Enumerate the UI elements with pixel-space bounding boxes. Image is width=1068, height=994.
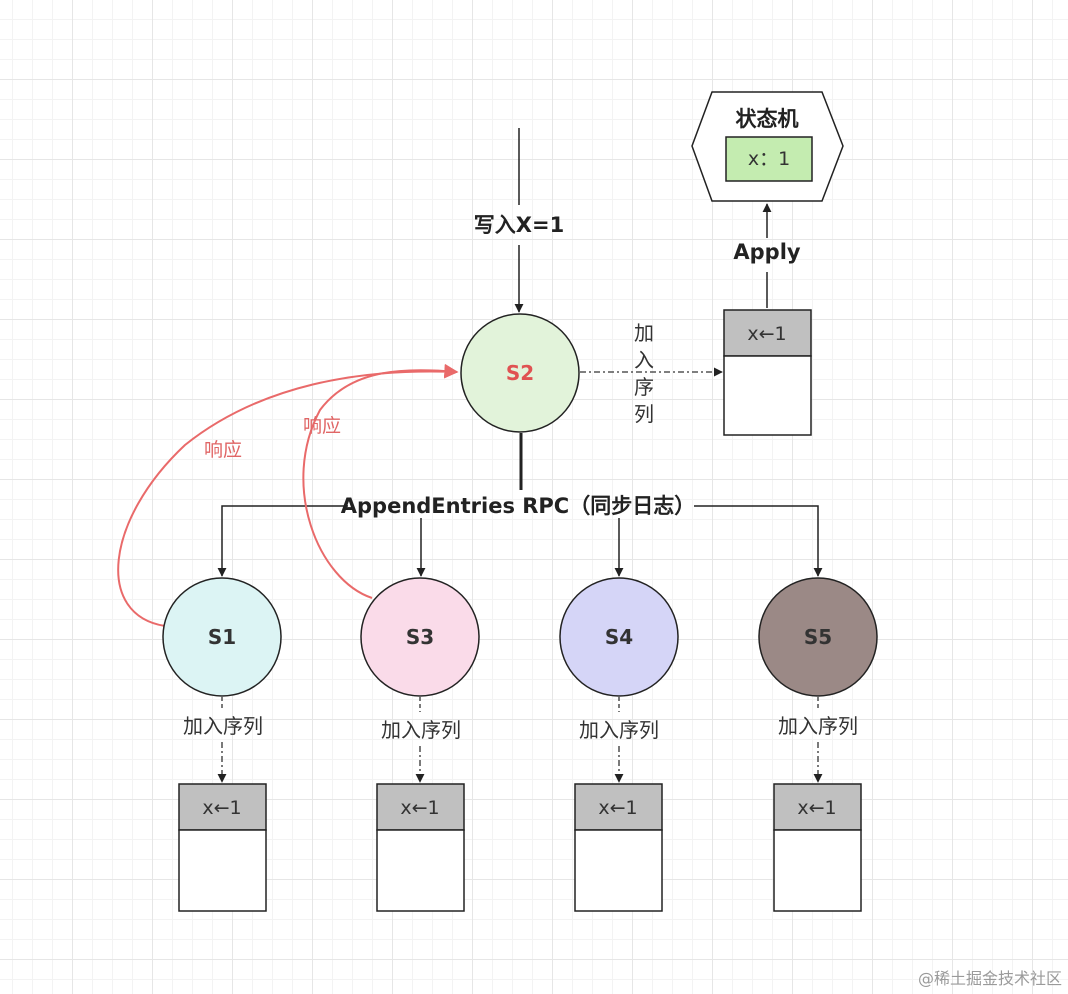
follower-node-s4-label: S4 — [605, 625, 633, 649]
response-arrow-s3 — [302, 363, 459, 599]
log-header — [574, 783, 663, 831]
enqueue-char-2: 入 — [634, 348, 654, 372]
write-label: 写入X=1 — [474, 213, 564, 237]
log-entry: x←1 — [400, 797, 439, 819]
follower-log-s1: x←1 — [178, 783, 267, 912]
follower-enqueue-s1: 加入序列 — [183, 697, 263, 783]
follower-node-s5-circle — [758, 577, 878, 697]
follower-node-s1[interactable]: S1 — [162, 577, 282, 697]
follower-node-s4[interactable]: S4 — [559, 577, 679, 697]
log-header — [376, 783, 465, 831]
log-body — [574, 829, 663, 912]
leader-node-label: S2 — [506, 361, 534, 385]
follower-node-s1-circle — [162, 577, 282, 697]
follower-node-s3-label: S3 — [406, 625, 434, 649]
rpc-label: AppendEntries RPC（同步日志） — [341, 494, 695, 518]
log-body — [376, 829, 465, 912]
log-body — [773, 829, 862, 912]
rpc-branch-left — [217, 505, 348, 577]
enqueue-char-1: 加 — [634, 321, 654, 345]
log-entry: x←1 — [598, 797, 637, 819]
follower-log-s4: x←1 — [574, 783, 663, 912]
response-label-s1: 响应 — [204, 439, 242, 461]
enqueue-label-s5: 加入序列 — [778, 714, 858, 738]
leader-node[interactable]: S2 — [460, 313, 580, 433]
enqueue-char-4: 列 — [634, 402, 654, 426]
apply-label: Apply — [733, 240, 801, 264]
state-machine-cell — [725, 136, 813, 182]
follower-node-s3-circle — [360, 577, 480, 697]
log-entry: x←1 — [202, 797, 241, 819]
leader-log-entry: x←1 — [747, 323, 786, 345]
follower-node-s4-circle — [559, 577, 679, 697]
leader-enqueue-label: 加 入 序 列 — [634, 321, 654, 426]
watermark: @稀土掘金技术社区 — [918, 969, 1062, 988]
enqueue-label-s4: 加入序列 — [579, 718, 659, 742]
response-arrow-s1 — [117, 364, 459, 627]
follower-node-s5[interactable]: S5 — [758, 577, 878, 697]
follower-node-s3[interactable]: S3 — [360, 577, 480, 697]
enqueue-char-3: 序 — [634, 375, 654, 399]
state-machine: 状态机 x：1 — [691, 91, 844, 202]
follower-node-s5-label: S5 — [804, 625, 832, 649]
rpc-branch-right — [694, 505, 823, 577]
leader-node-circle — [460, 313, 580, 433]
state-machine-value: x：1 — [748, 148, 790, 170]
enqueue-label-s1: 加入序列 — [183, 714, 263, 738]
follower-enqueue-s3: 加入序列 — [381, 697, 461, 783]
follower-node-s1-label: S1 — [208, 625, 236, 649]
leader-log-body — [723, 355, 812, 436]
log-header — [773, 783, 862, 831]
leader-log: x←1 — [723, 309, 812, 436]
log-entry: x←1 — [797, 797, 836, 819]
state-machine-title: 状态机 — [736, 107, 799, 131]
follower-enqueue-s4: 加入序列 — [579, 697, 659, 783]
enqueue-label-s3: 加入序列 — [381, 718, 461, 742]
log-body — [178, 829, 267, 912]
follower-enqueue-s5: 加入序列 — [778, 697, 858, 783]
follower-log-s3: x←1 — [376, 783, 465, 912]
response-label-s3: 响应 — [303, 415, 341, 437]
follower-log-s5: x←1 — [773, 783, 862, 912]
